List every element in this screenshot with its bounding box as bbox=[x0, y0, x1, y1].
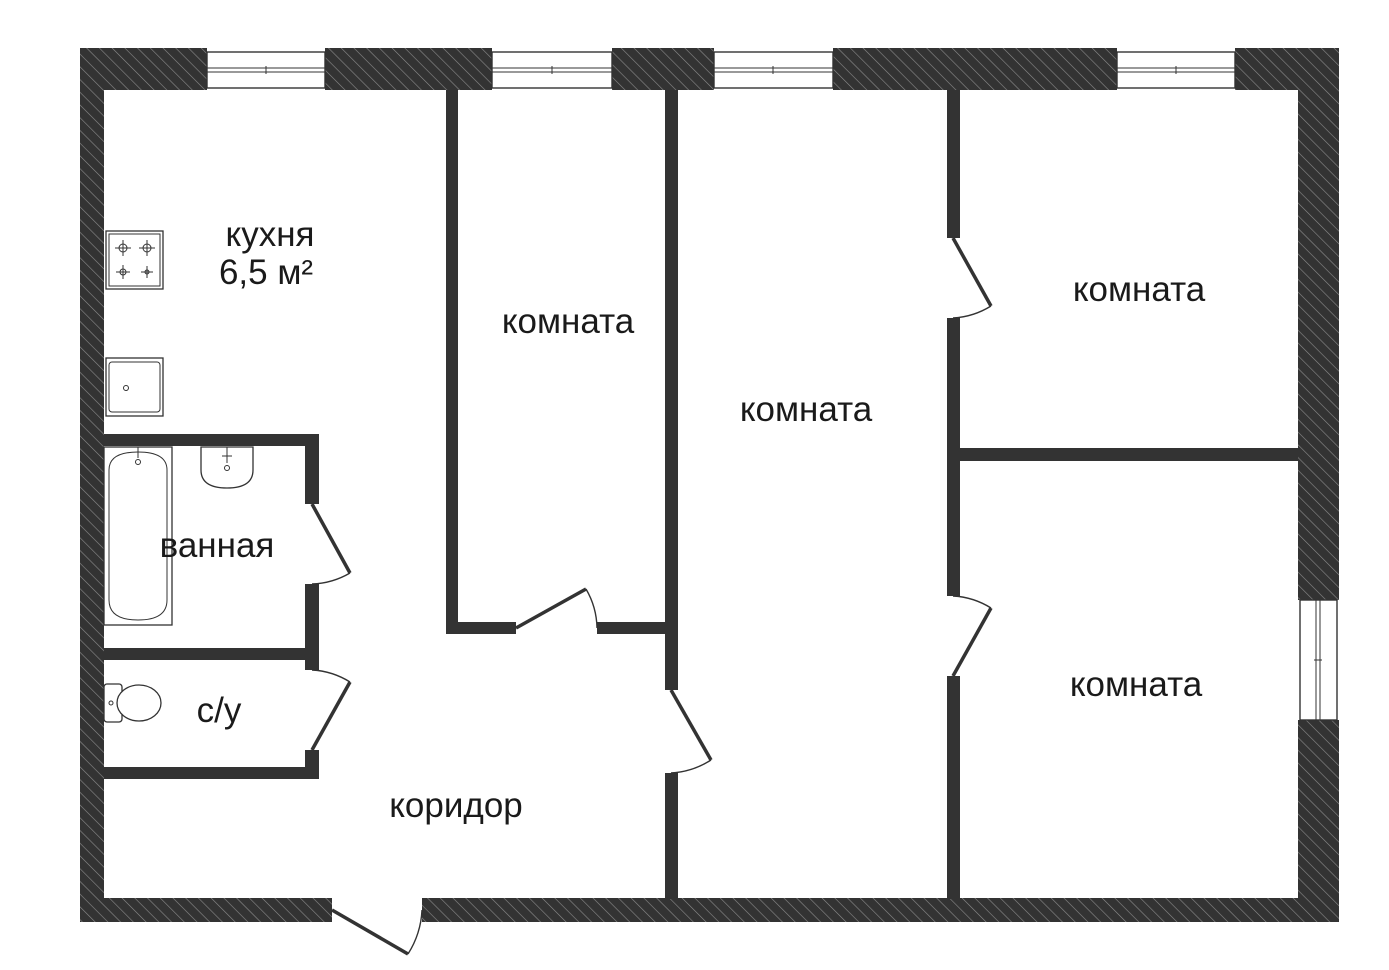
washbasin-icon bbox=[200, 446, 254, 489]
wall-top-3 bbox=[612, 48, 714, 90]
window-room-4 bbox=[1299, 599, 1338, 721]
wall-room3-room4 bbox=[947, 448, 1298, 461]
wall-bottom-1 bbox=[80, 898, 332, 922]
door-toilet[interactable] bbox=[310, 669, 352, 751]
label-room-1: комната bbox=[502, 302, 635, 341]
label-room-4: комната bbox=[1070, 665, 1203, 704]
wall-room2-room4-bottom bbox=[947, 676, 960, 899]
windows bbox=[206, 51, 1338, 721]
doors bbox=[310, 237, 993, 956]
door-room-1[interactable] bbox=[515, 587, 598, 630]
label-bathroom: ванная bbox=[160, 526, 275, 565]
wall-top-4 bbox=[833, 48, 1117, 90]
wall-toilet-right-lower bbox=[305, 750, 319, 779]
wall-room2-left-lower bbox=[665, 773, 678, 899]
wall-room1-bottom-right bbox=[597, 622, 677, 634]
wall-bath-right-top bbox=[305, 434, 319, 504]
window-room-2 bbox=[713, 51, 834, 89]
door-bathroom[interactable] bbox=[310, 503, 352, 585]
wall-toilet-bottom bbox=[104, 767, 319, 779]
label-corridor: коридор bbox=[389, 786, 523, 825]
label-room-3: комната bbox=[1073, 270, 1206, 309]
window-room-3 bbox=[1116, 51, 1236, 89]
wall-kitchen-room1 bbox=[446, 90, 458, 634]
wall-right-2 bbox=[1298, 720, 1339, 922]
window-room-1 bbox=[491, 51, 613, 89]
wall-left bbox=[80, 48, 104, 922]
wall-top-2 bbox=[325, 48, 492, 90]
fixtures bbox=[103, 230, 254, 723]
room-labels: кухня 6,5 м² комната комната комната ком… bbox=[160, 215, 1206, 825]
wall-room1-bottom-left bbox=[446, 622, 516, 634]
outer-walls bbox=[80, 48, 1339, 922]
bathtub-icon bbox=[103, 446, 173, 626]
wall-bottom-2 bbox=[422, 898, 1339, 922]
label-kitchen-name: кухня bbox=[226, 215, 315, 254]
interior-walls bbox=[104, 90, 1298, 899]
wall-bath-toilet bbox=[104, 648, 319, 660]
wall-room2-room3-top bbox=[947, 90, 960, 238]
wall-kitchen-bath bbox=[104, 434, 319, 446]
stove-icon bbox=[105, 230, 164, 290]
wall-room1-room2 bbox=[665, 90, 678, 690]
door-room-3[interactable] bbox=[951, 237, 993, 319]
label-kitchen-area: 6,5 м² bbox=[219, 253, 313, 292]
window-kitchen bbox=[206, 51, 326, 89]
door-entrance[interactable] bbox=[331, 908, 423, 956]
toilet-icon bbox=[103, 683, 162, 723]
label-toilet: с/у bbox=[197, 691, 242, 730]
door-room-4[interactable] bbox=[951, 595, 993, 677]
kitchen-sink-icon bbox=[105, 357, 164, 417]
wall-right-1 bbox=[1298, 48, 1339, 600]
label-room-2: комната bbox=[740, 390, 873, 429]
door-room-2[interactable] bbox=[669, 689, 713, 774]
